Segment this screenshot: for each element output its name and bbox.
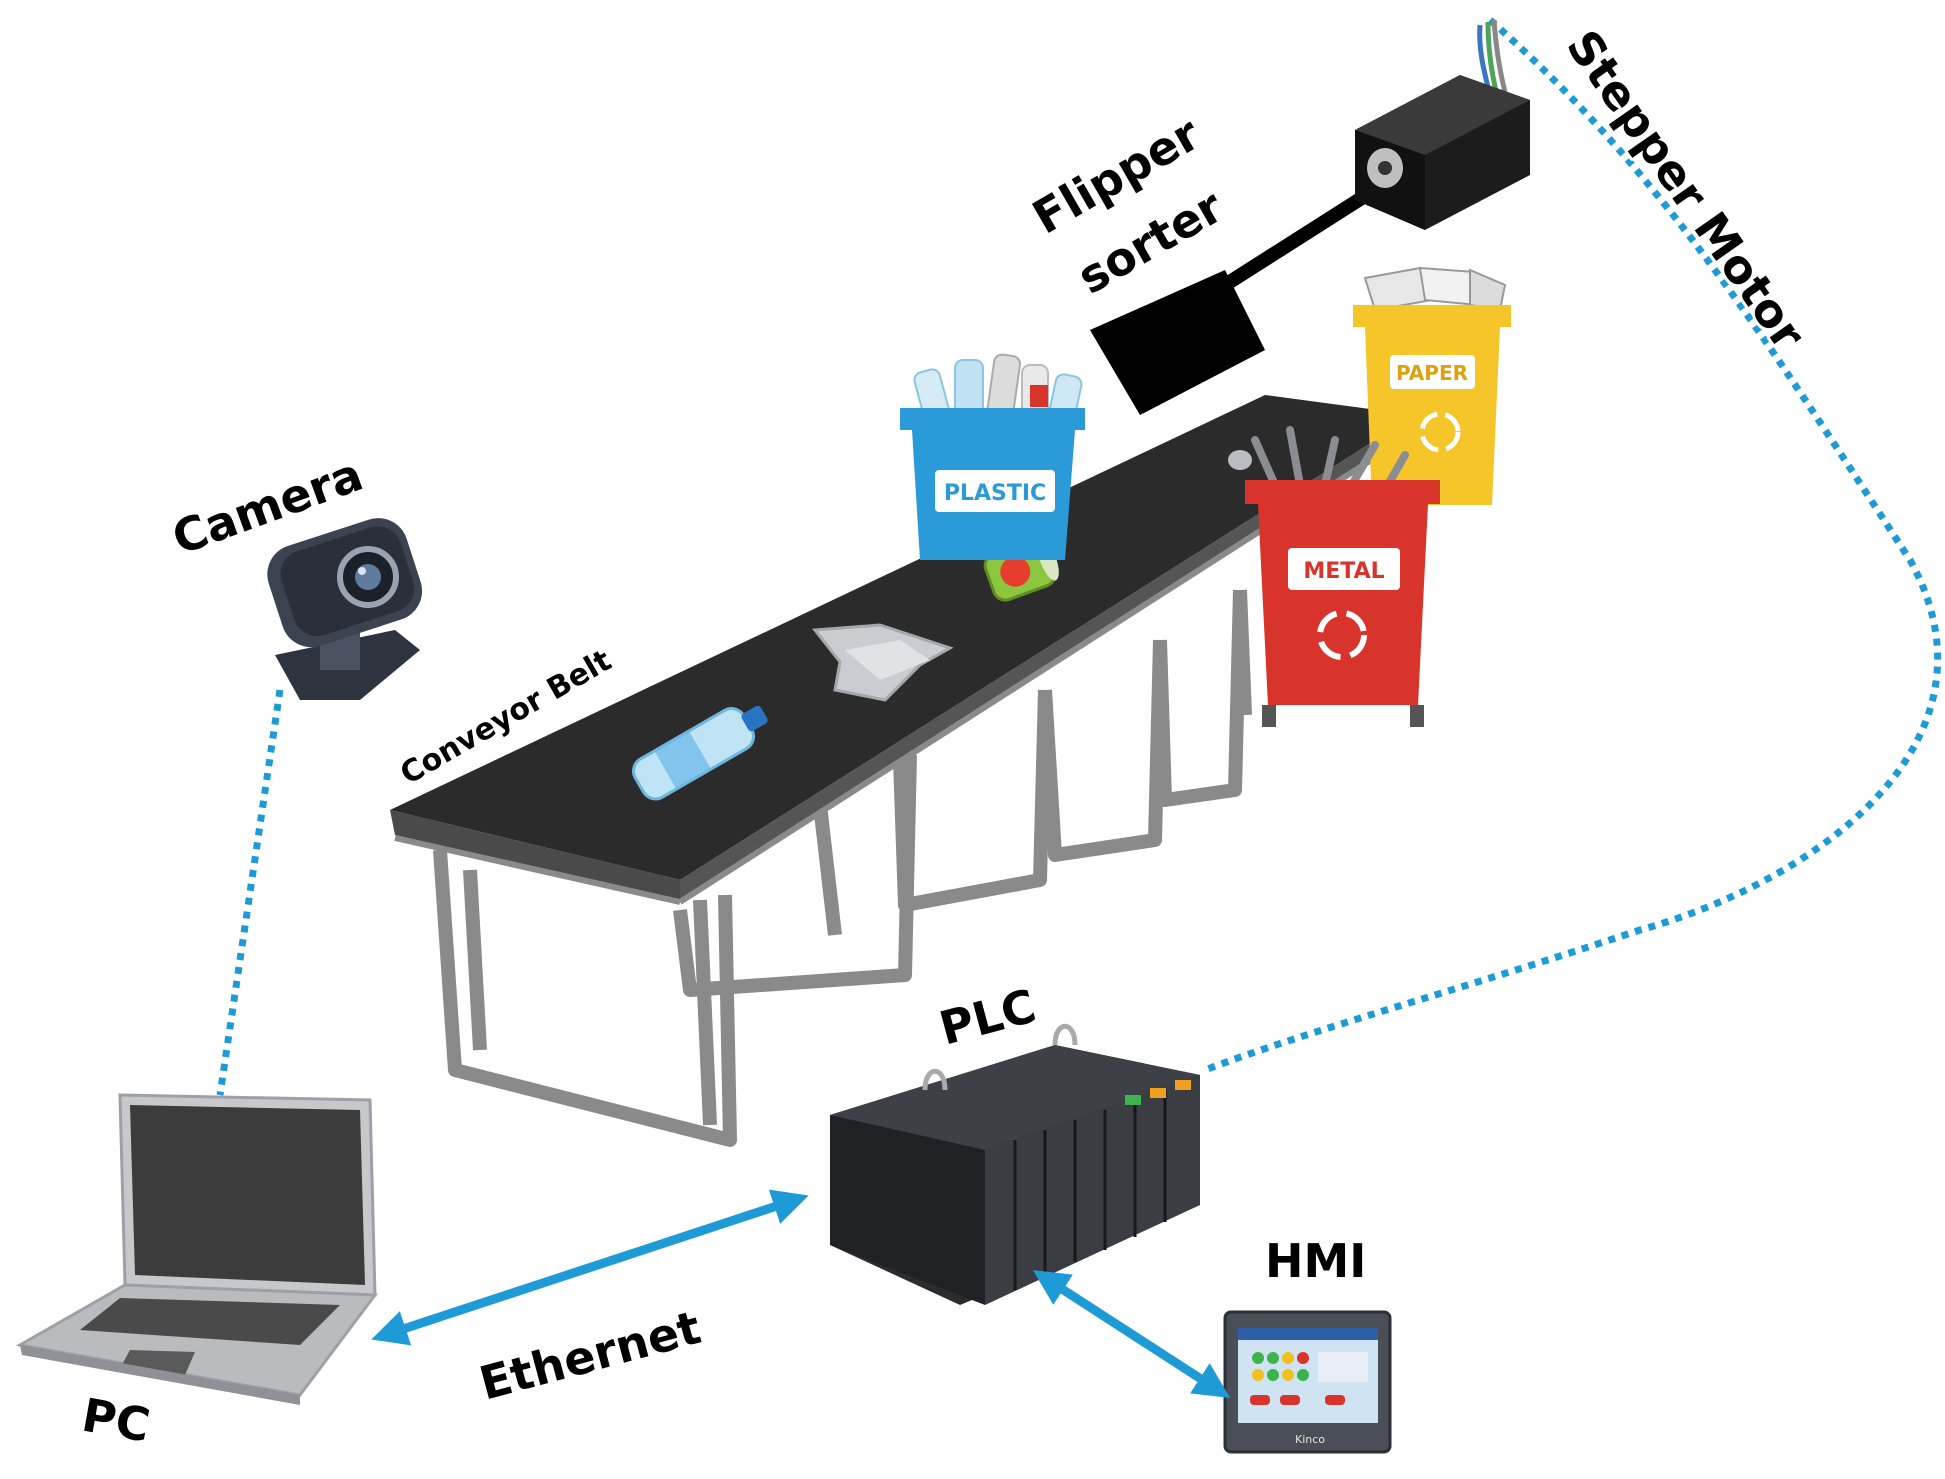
pc-label: PC xyxy=(78,1388,154,1453)
stepper-plc-dotted-link xyxy=(1203,17,1942,1074)
flipper-sorter xyxy=(1090,174,1394,415)
paper-stack-icon xyxy=(1363,266,1507,312)
paper-scrap-icon xyxy=(812,623,954,702)
conveyor-frame xyxy=(433,589,1252,1147)
laptop-icon xyxy=(15,1093,378,1405)
stepper-motor xyxy=(1355,19,1530,230)
plastic-bin-label: PLASTIC xyxy=(944,481,1046,506)
plc-hmi-arrow xyxy=(1032,1270,1231,1398)
webcam-icon xyxy=(267,518,423,700)
hmi-brand: Kinco xyxy=(1295,1433,1325,1446)
paper-bin-label: PAPER xyxy=(1396,361,1468,385)
paper-bin: PAPER xyxy=(1353,266,1511,505)
stepper-motor-label: Stepper Motor xyxy=(1556,20,1816,359)
camera-pc-dotted-link xyxy=(216,689,284,1096)
metal-recycle-icon xyxy=(1317,610,1367,660)
plc-label: PLC xyxy=(934,978,1041,1055)
paper-recycle-icon xyxy=(1419,411,1461,453)
hmi-label: HMI xyxy=(1265,1234,1366,1288)
ethernet-arrow xyxy=(371,1189,809,1346)
hmi-icon: Kinco xyxy=(1223,1310,1392,1454)
plastic-bottle-icon xyxy=(632,705,768,801)
ethernet-label: Ethernet xyxy=(474,1300,706,1411)
plastic-bin: PLASTIC xyxy=(900,353,1085,560)
plc-icon xyxy=(830,1023,1200,1305)
metal-bin: METAL xyxy=(1228,426,1440,727)
metal-bin-label: METAL xyxy=(1303,559,1384,584)
